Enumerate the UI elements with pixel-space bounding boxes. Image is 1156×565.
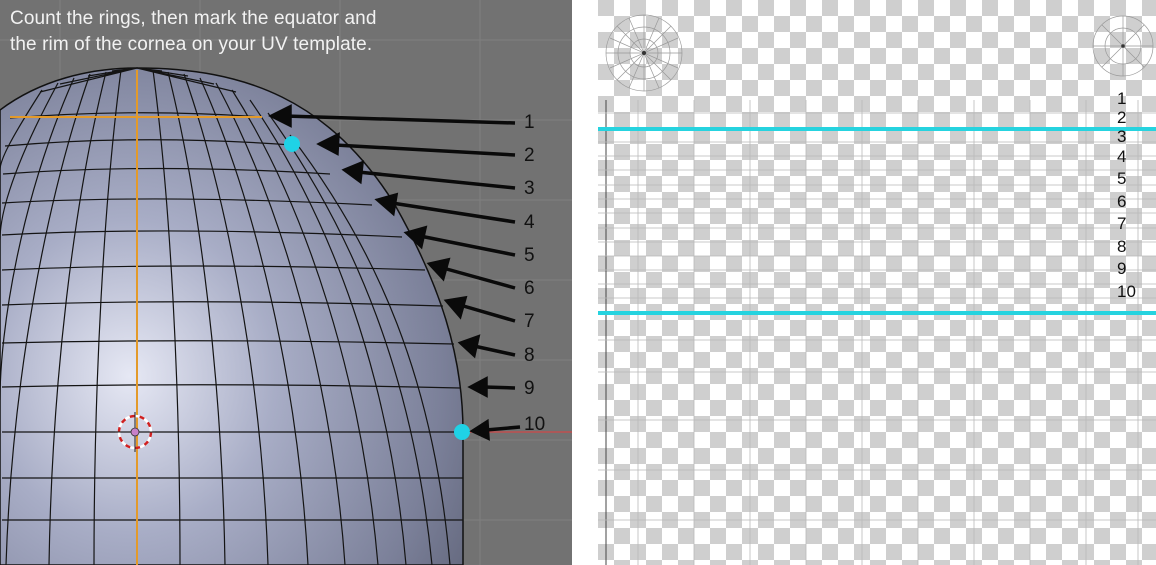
3d-cursor[interactable] xyxy=(115,412,155,452)
uv-marked-line-cornea-rim[interactable] xyxy=(598,127,1156,131)
instruction-text-line1: Count the rings, then mark the equator a… xyxy=(10,8,377,29)
ring-label-7: 7 xyxy=(524,311,535,332)
ring-label-6: 6 xyxy=(524,278,535,299)
marked-vertex-equator[interactable] xyxy=(454,424,470,440)
uv-ring-label-9: 9 xyxy=(1117,259,1127,278)
ring-label-10: 10 xyxy=(524,414,546,435)
uv-ring-label-7: 7 xyxy=(1117,214,1127,233)
uv-pole-top-left xyxy=(605,14,683,92)
uv-marked-line-equator[interactable] xyxy=(598,311,1156,315)
uv-ring-label-10: 10 xyxy=(1117,282,1136,301)
uv-ring-label-6: 6 xyxy=(1117,192,1127,211)
ring-label-1: 1 xyxy=(524,112,535,133)
uv-pole-top-right xyxy=(1092,15,1154,77)
instruction-text-line2: the rim of the cornea on your UV templat… xyxy=(10,34,373,55)
3d-viewport[interactable]: Count the rings, then mark the equator a… xyxy=(0,0,572,565)
ring-label-9: 9 xyxy=(524,378,535,399)
ring-label-8: 8 xyxy=(524,345,535,366)
uv-checker-background xyxy=(598,0,1156,565)
uv-ring-label-1: 1 xyxy=(1117,89,1127,108)
ring-label-3: 3 xyxy=(524,178,535,199)
uv-ring-label-8: 8 xyxy=(1117,237,1127,256)
viewport-canvas[interactable] xyxy=(0,0,572,565)
ring-arrows xyxy=(268,104,521,441)
sphere-wireframe xyxy=(0,67,463,565)
uv-ring-label-4: 4 xyxy=(1117,147,1127,166)
uv-editor[interactable] xyxy=(598,0,1156,565)
uv-grid-lines xyxy=(598,100,1156,565)
ring-label-2: 2 xyxy=(524,145,535,166)
uv-ring-label-3: 3 xyxy=(1117,127,1127,146)
uv-ring-label-2: 2 xyxy=(1117,108,1127,127)
seam-lines xyxy=(10,70,262,565)
uv-ring-label-5: 5 xyxy=(1117,169,1127,188)
ring-label-4: 4 xyxy=(524,212,535,233)
ring-label-5: 5 xyxy=(524,245,535,266)
uv-canvas[interactable] xyxy=(598,0,1156,565)
marked-vertex-cornea-rim[interactable] xyxy=(284,136,300,152)
